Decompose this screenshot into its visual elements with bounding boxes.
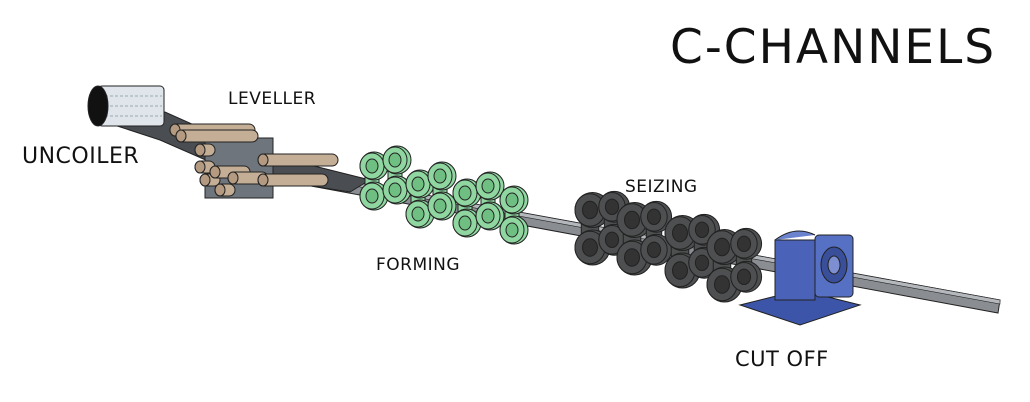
forming-roll — [359, 151, 389, 211]
cut-off-label: CUT OFF — [735, 347, 829, 371]
uncoiler-label: UNCOILER — [22, 144, 140, 169]
leveller-roll — [214, 183, 236, 197]
diagram-title: C-CHANNELS — [670, 20, 997, 75]
leveller-roll — [257, 173, 329, 187]
forming-roll — [427, 161, 457, 221]
seizing-label: SEIZING — [625, 177, 698, 197]
forming-label: FORMING — [376, 255, 461, 275]
seizing-roll — [706, 227, 763, 303]
forming-roll — [475, 171, 505, 231]
leveller-label: LEVELLER — [228, 89, 317, 109]
forming-roll — [499, 185, 529, 245]
forming-roll — [382, 145, 412, 205]
cut-off-machine — [738, 230, 862, 326]
seizing-roll — [616, 200, 673, 276]
uncoiler-coil — [87, 85, 165, 127]
leveller-roll — [175, 129, 259, 143]
leveller-roll — [194, 143, 216, 157]
leveller-roll — [257, 153, 339, 167]
